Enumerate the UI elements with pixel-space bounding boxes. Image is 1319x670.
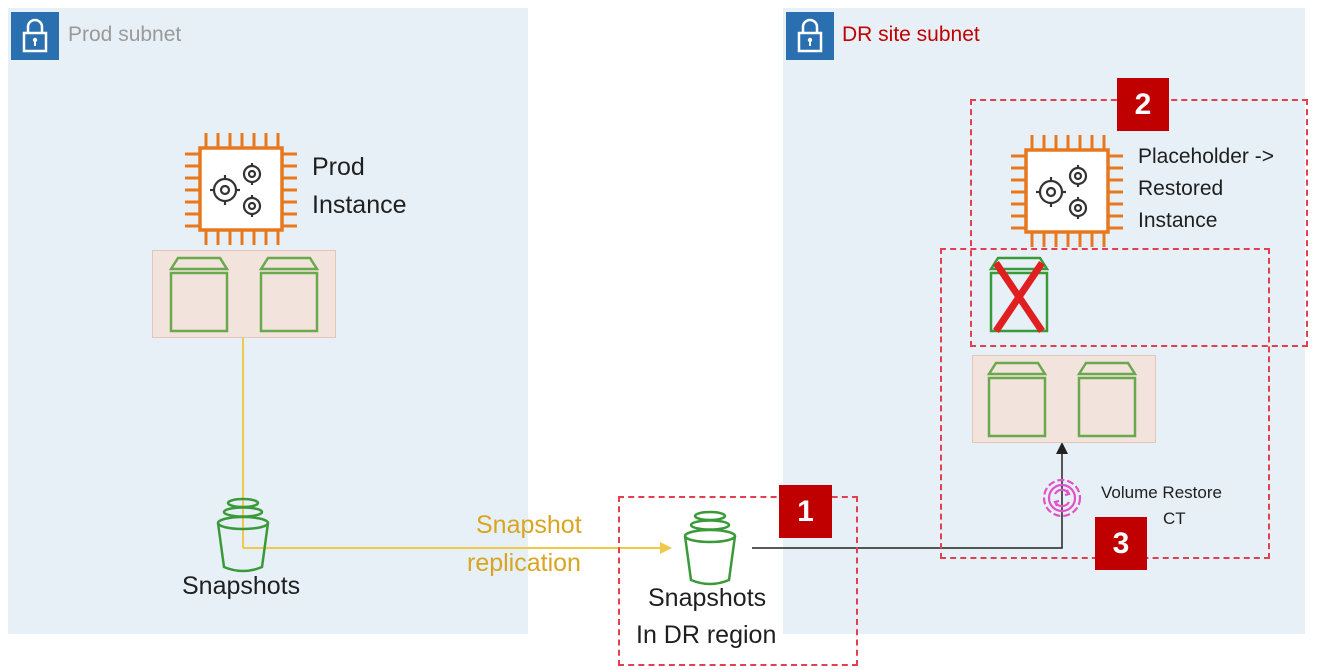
restored-instance-label-line3: Instance: [1138, 209, 1218, 232]
dr-snapshots-label-line2: In DR region: [636, 621, 777, 649]
placeholder-volume-icon: [988, 256, 1050, 333]
prod-lock-icon: [11, 12, 59, 60]
step-1-region: [618, 496, 858, 666]
x-mark-icon: [993, 261, 1045, 333]
replication-label-line2: replication: [467, 549, 581, 577]
dr-snapshots-label-line1: Snapshots: [648, 584, 767, 612]
dr-snapshot-bucket-icon: [683, 510, 737, 586]
restored-instance-chip-icon: [1011, 135, 1123, 247]
step-2-badge: 2: [1117, 78, 1169, 131]
prod-snapshot-bucket-icon: [216, 497, 270, 573]
step-1-badge: 1: [779, 485, 832, 538]
prod-subnet-label: Prod subnet: [68, 23, 182, 46]
step-3-badge: 3: [1095, 517, 1147, 570]
sync-gear-icon: [1042, 478, 1082, 518]
restored-volumes-group: [972, 355, 1156, 443]
restore-arrowhead: [1056, 442, 1068, 454]
prod-instance-chip-icon: [185, 133, 297, 245]
prod-instance-label-line2: Instance: [312, 191, 407, 219]
volume-restore-label-line1: Volume Restore: [1101, 483, 1222, 502]
prod-volume-icon-2: [258, 256, 320, 333]
prod-volume-icon-1: [168, 256, 230, 333]
dr-lock-icon: [786, 12, 834, 60]
volume-restore-label-line2: CT: [1163, 509, 1186, 528]
restored-volume-icon-1: [986, 361, 1048, 438]
dr-subnet: [783, 8, 1305, 634]
restored-volume-icon-2: [1076, 361, 1138, 438]
dr-subnet-label: DR site subnet: [842, 23, 980, 46]
replication-label-line1: Snapshot: [476, 511, 582, 539]
prod-snapshots-label: Snapshots: [182, 572, 301, 600]
prod-volumes-group: [152, 250, 336, 338]
restored-instance-label-line1: Placeholder ->: [1138, 145, 1274, 168]
replication-arrowhead: [660, 542, 672, 554]
restored-instance-label-line2: Restored: [1138, 177, 1224, 200]
prod-instance-label-line1: Prod: [312, 153, 365, 181]
